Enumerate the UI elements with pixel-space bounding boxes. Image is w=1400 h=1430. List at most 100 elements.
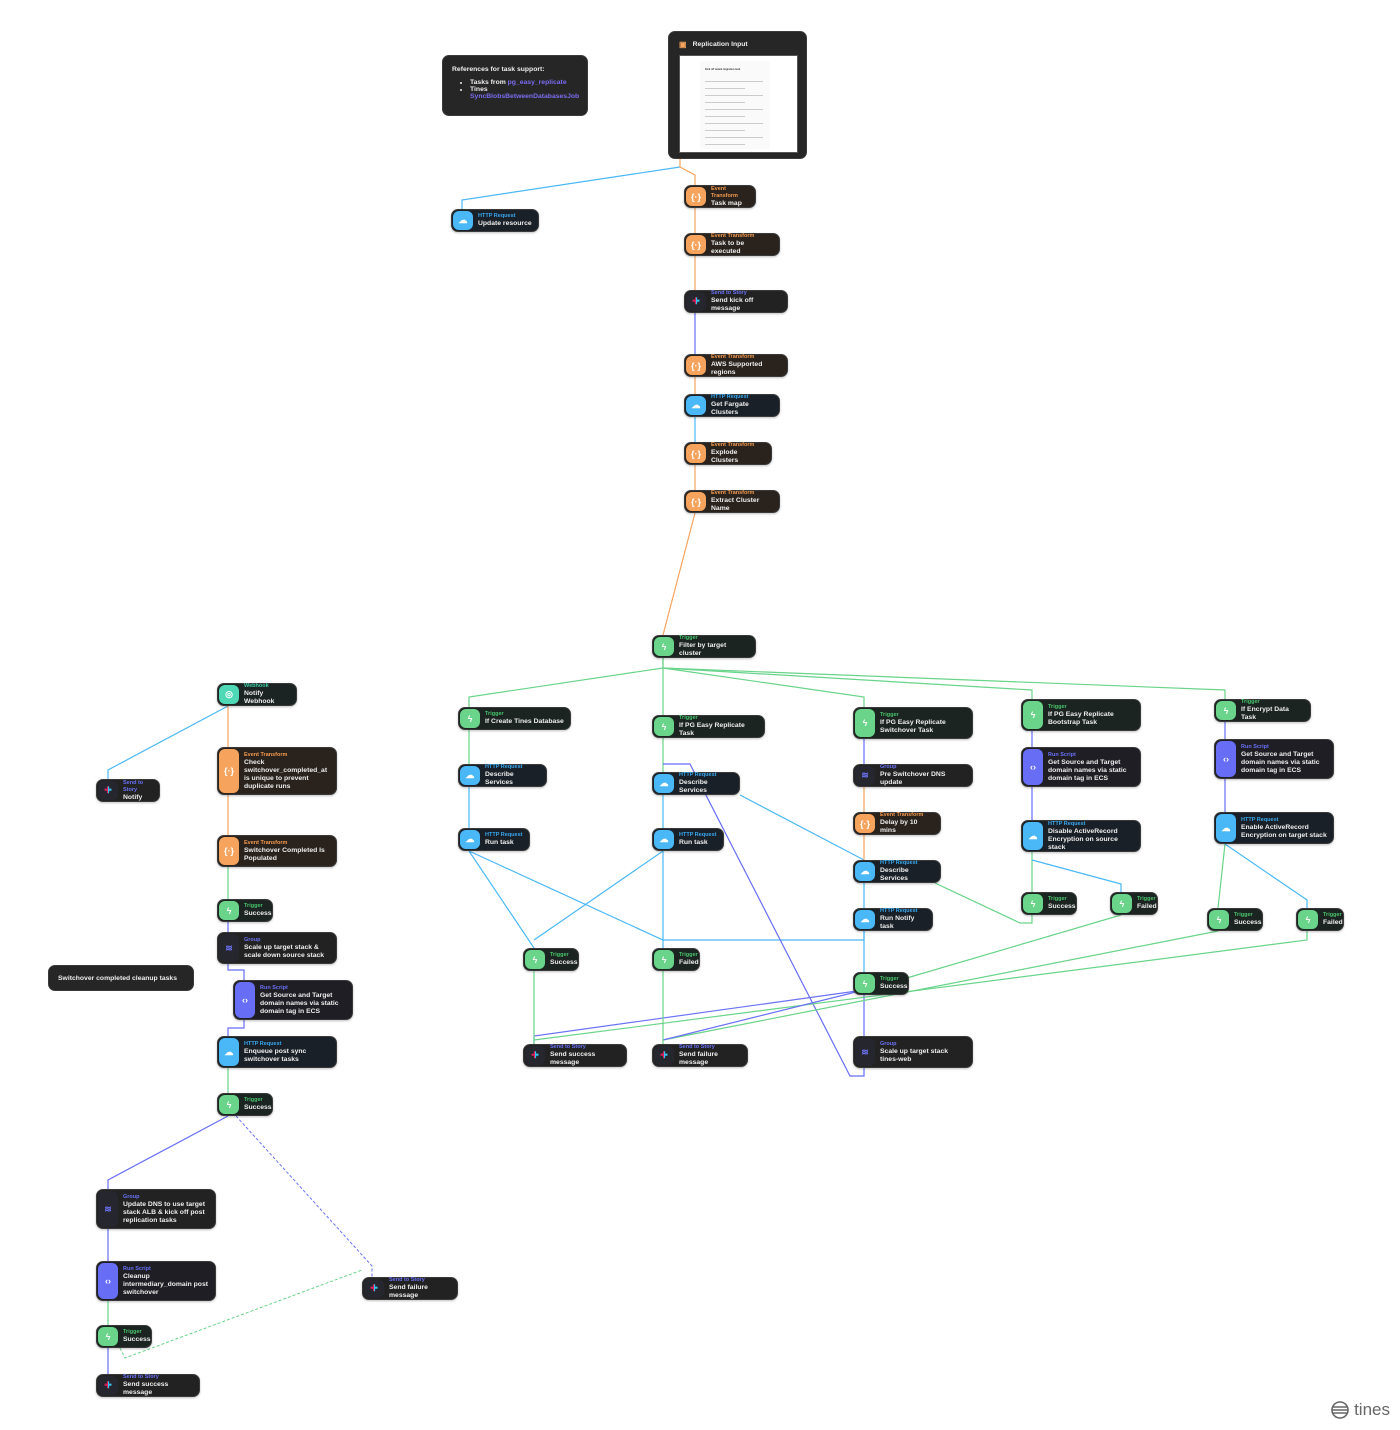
node-title: Send kick off message xyxy=(711,297,754,312)
cloud-icon: ☁ xyxy=(453,211,473,230)
node-title: Extract Cluster Name xyxy=(711,497,760,512)
lightning-icon: ϟ xyxy=(525,950,545,969)
lightning-icon: ϟ xyxy=(460,709,480,728)
form-field-line xyxy=(705,137,763,138)
node-type-label: HTTP Request xyxy=(1241,816,1279,823)
replication-input-form[interactable]: ▣ Replication Input Kick off tenant migr… xyxy=(668,31,807,159)
form-field-line xyxy=(705,130,745,131)
transform-icon: {·} xyxy=(686,356,706,375)
node-title: Success xyxy=(1048,903,1076,910)
node-type-label: Trigger xyxy=(244,1097,263,1103)
lightning-icon: ϟ xyxy=(1209,910,1229,929)
ref-text: Tasks from xyxy=(470,79,508,86)
node-title: Success xyxy=(880,983,908,990)
transform-icon: {·} xyxy=(686,235,706,254)
cloud-icon: ☁ xyxy=(460,766,480,785)
node-type-label: Event Transform xyxy=(711,233,755,239)
node-type-label: HTTP Request xyxy=(485,832,523,838)
node-title: Send failure message xyxy=(679,1051,718,1066)
node-type-label: Event Transform xyxy=(244,839,288,846)
cloud-icon: ☁ xyxy=(654,830,674,849)
node-title: Get Source and Target domain names via s… xyxy=(1048,758,1127,782)
node-type-label: Trigger xyxy=(1241,699,1260,705)
form-preview[interactable]: Kick off tenant migration task xyxy=(679,55,798,153)
node-title: Get Source and Target domain names via s… xyxy=(260,991,339,1015)
node-title: Explode Clusters xyxy=(711,449,739,464)
cloud-icon: ☁ xyxy=(855,910,875,929)
edge xyxy=(1217,843,1226,909)
form-field-line xyxy=(705,102,745,103)
webhook-icon: ◎ xyxy=(219,685,239,704)
node-type-label: Event Transform xyxy=(711,490,755,496)
pg-easy-replicate-link[interactable]: pg_easy_replicate xyxy=(507,79,567,86)
node-title: Success xyxy=(244,910,272,917)
edge xyxy=(1224,843,1308,908)
replication-input-title: Replication Input xyxy=(692,41,748,48)
cloud-icon: ☁ xyxy=(460,830,480,849)
sync-blobs-link[interactable]: SyncBlobsBetweenDatabasesJob xyxy=(470,93,580,100)
node-type-label: Trigger xyxy=(1234,912,1253,918)
cleanup-note: Switchover completed cleanup tasks xyxy=(48,965,194,991)
form-title: Kick off tenant migration task xyxy=(705,68,741,71)
node-type-label: HTTP Request xyxy=(679,772,717,778)
node-type-label: Event Transform xyxy=(880,812,924,818)
node-type-label: Trigger xyxy=(1323,912,1342,918)
node-title: If PG Easy Replicate Switchover Task xyxy=(880,718,946,734)
node-title: If PG Easy Replicate Bootstrap Task xyxy=(1048,710,1114,726)
node-title: Get Fargate Clusters xyxy=(711,401,749,416)
edge xyxy=(662,989,865,1041)
code-icon: ‹› xyxy=(1216,741,1236,777)
